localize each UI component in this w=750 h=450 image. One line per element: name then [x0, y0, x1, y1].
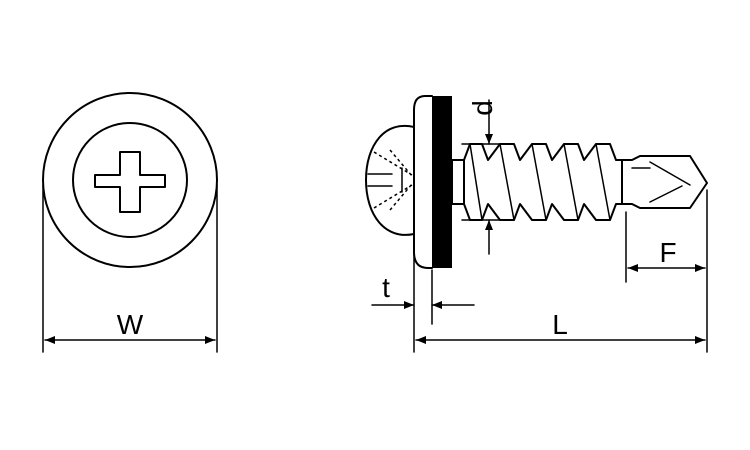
pan-head	[365, 124, 415, 236]
d-dimension-label: d	[467, 100, 498, 116]
thread-helix	[469, 143, 611, 221]
drill-tip	[621, 155, 708, 209]
washer-cap	[413, 95, 433, 269]
f-dimension-label: F	[659, 237, 676, 268]
hidden-recess	[373, 149, 413, 211]
top-view: W	[42, 92, 218, 353]
side-view: d t F L	[365, 95, 708, 353]
w-dimension-label: W	[117, 309, 144, 340]
shank	[451, 159, 465, 205]
t-dimension-label: t	[382, 272, 390, 303]
head-inner-circle	[72, 122, 188, 238]
bonded-washer	[432, 96, 452, 268]
phillips-cross-recess-icon	[94, 151, 166, 213]
drill-flute	[631, 161, 691, 203]
thread-outline	[463, 143, 623, 221]
washer-outer-circle	[42, 92, 218, 268]
l-dimension-label: L	[552, 309, 568, 340]
